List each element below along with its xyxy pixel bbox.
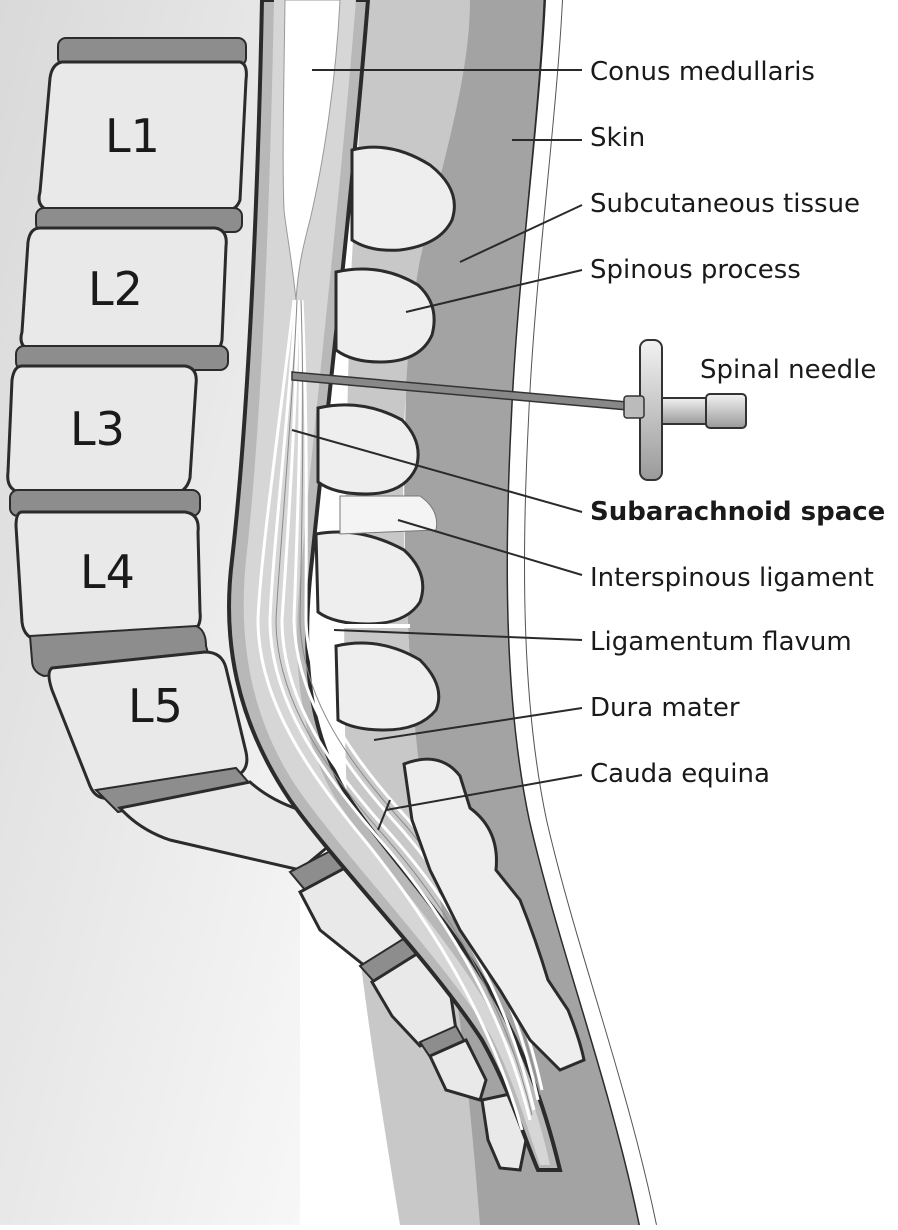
subarachnoid-csf: [243, 0, 550, 1165]
spinous-process-bone: [314, 530, 425, 626]
vertebra-label: L3: [70, 402, 125, 456]
vertebra-label: L2: [88, 262, 143, 316]
spinal-needle: [291, 339, 747, 481]
label-subcutaneous-tissue: Subcutaneous tissue: [590, 189, 860, 219]
label-cauda-equina: Cauda equina: [590, 759, 770, 789]
vertebra-label: L4: [80, 545, 135, 599]
spinous-processes: [314, 145, 586, 1072]
needle-cap: [705, 393, 747, 429]
spinous-process-bone: [350, 145, 456, 252]
label-skin: Skin: [590, 123, 645, 153]
vertebra-label: L1: [105, 109, 160, 163]
interspinous-ligament-area: [339, 495, 438, 535]
coccyx-segment: [427, 1038, 488, 1102]
label-conus-medullaris: Conus medullaris: [590, 57, 815, 87]
label-spinous-process: Spinous process: [590, 255, 801, 285]
vertebra-label: L5: [128, 679, 183, 733]
label-subarachnoid-space: Subarachnoid space: [590, 497, 885, 527]
label-spinal-needle: Spinal needle: [700, 355, 876, 385]
spinous-process-bone: [334, 267, 436, 364]
skin-layer: [507, 0, 656, 1225]
needle-collar: [623, 395, 645, 419]
spinous-process-bone: [316, 403, 420, 496]
spinous-process-bone: [334, 641, 441, 732]
leader-lines: [291, 69, 583, 831]
spinal-cord-conus: [282, 0, 341, 301]
needle-hub: [661, 397, 707, 425]
sacral-crest: [402, 757, 586, 1072]
label-dura-mater: Dura mater: [590, 693, 740, 723]
label-ligamentum-flavum: Ligamentum flavum: [590, 627, 852, 657]
label-interspinous-ligament: Interspinous ligament: [590, 563, 874, 593]
